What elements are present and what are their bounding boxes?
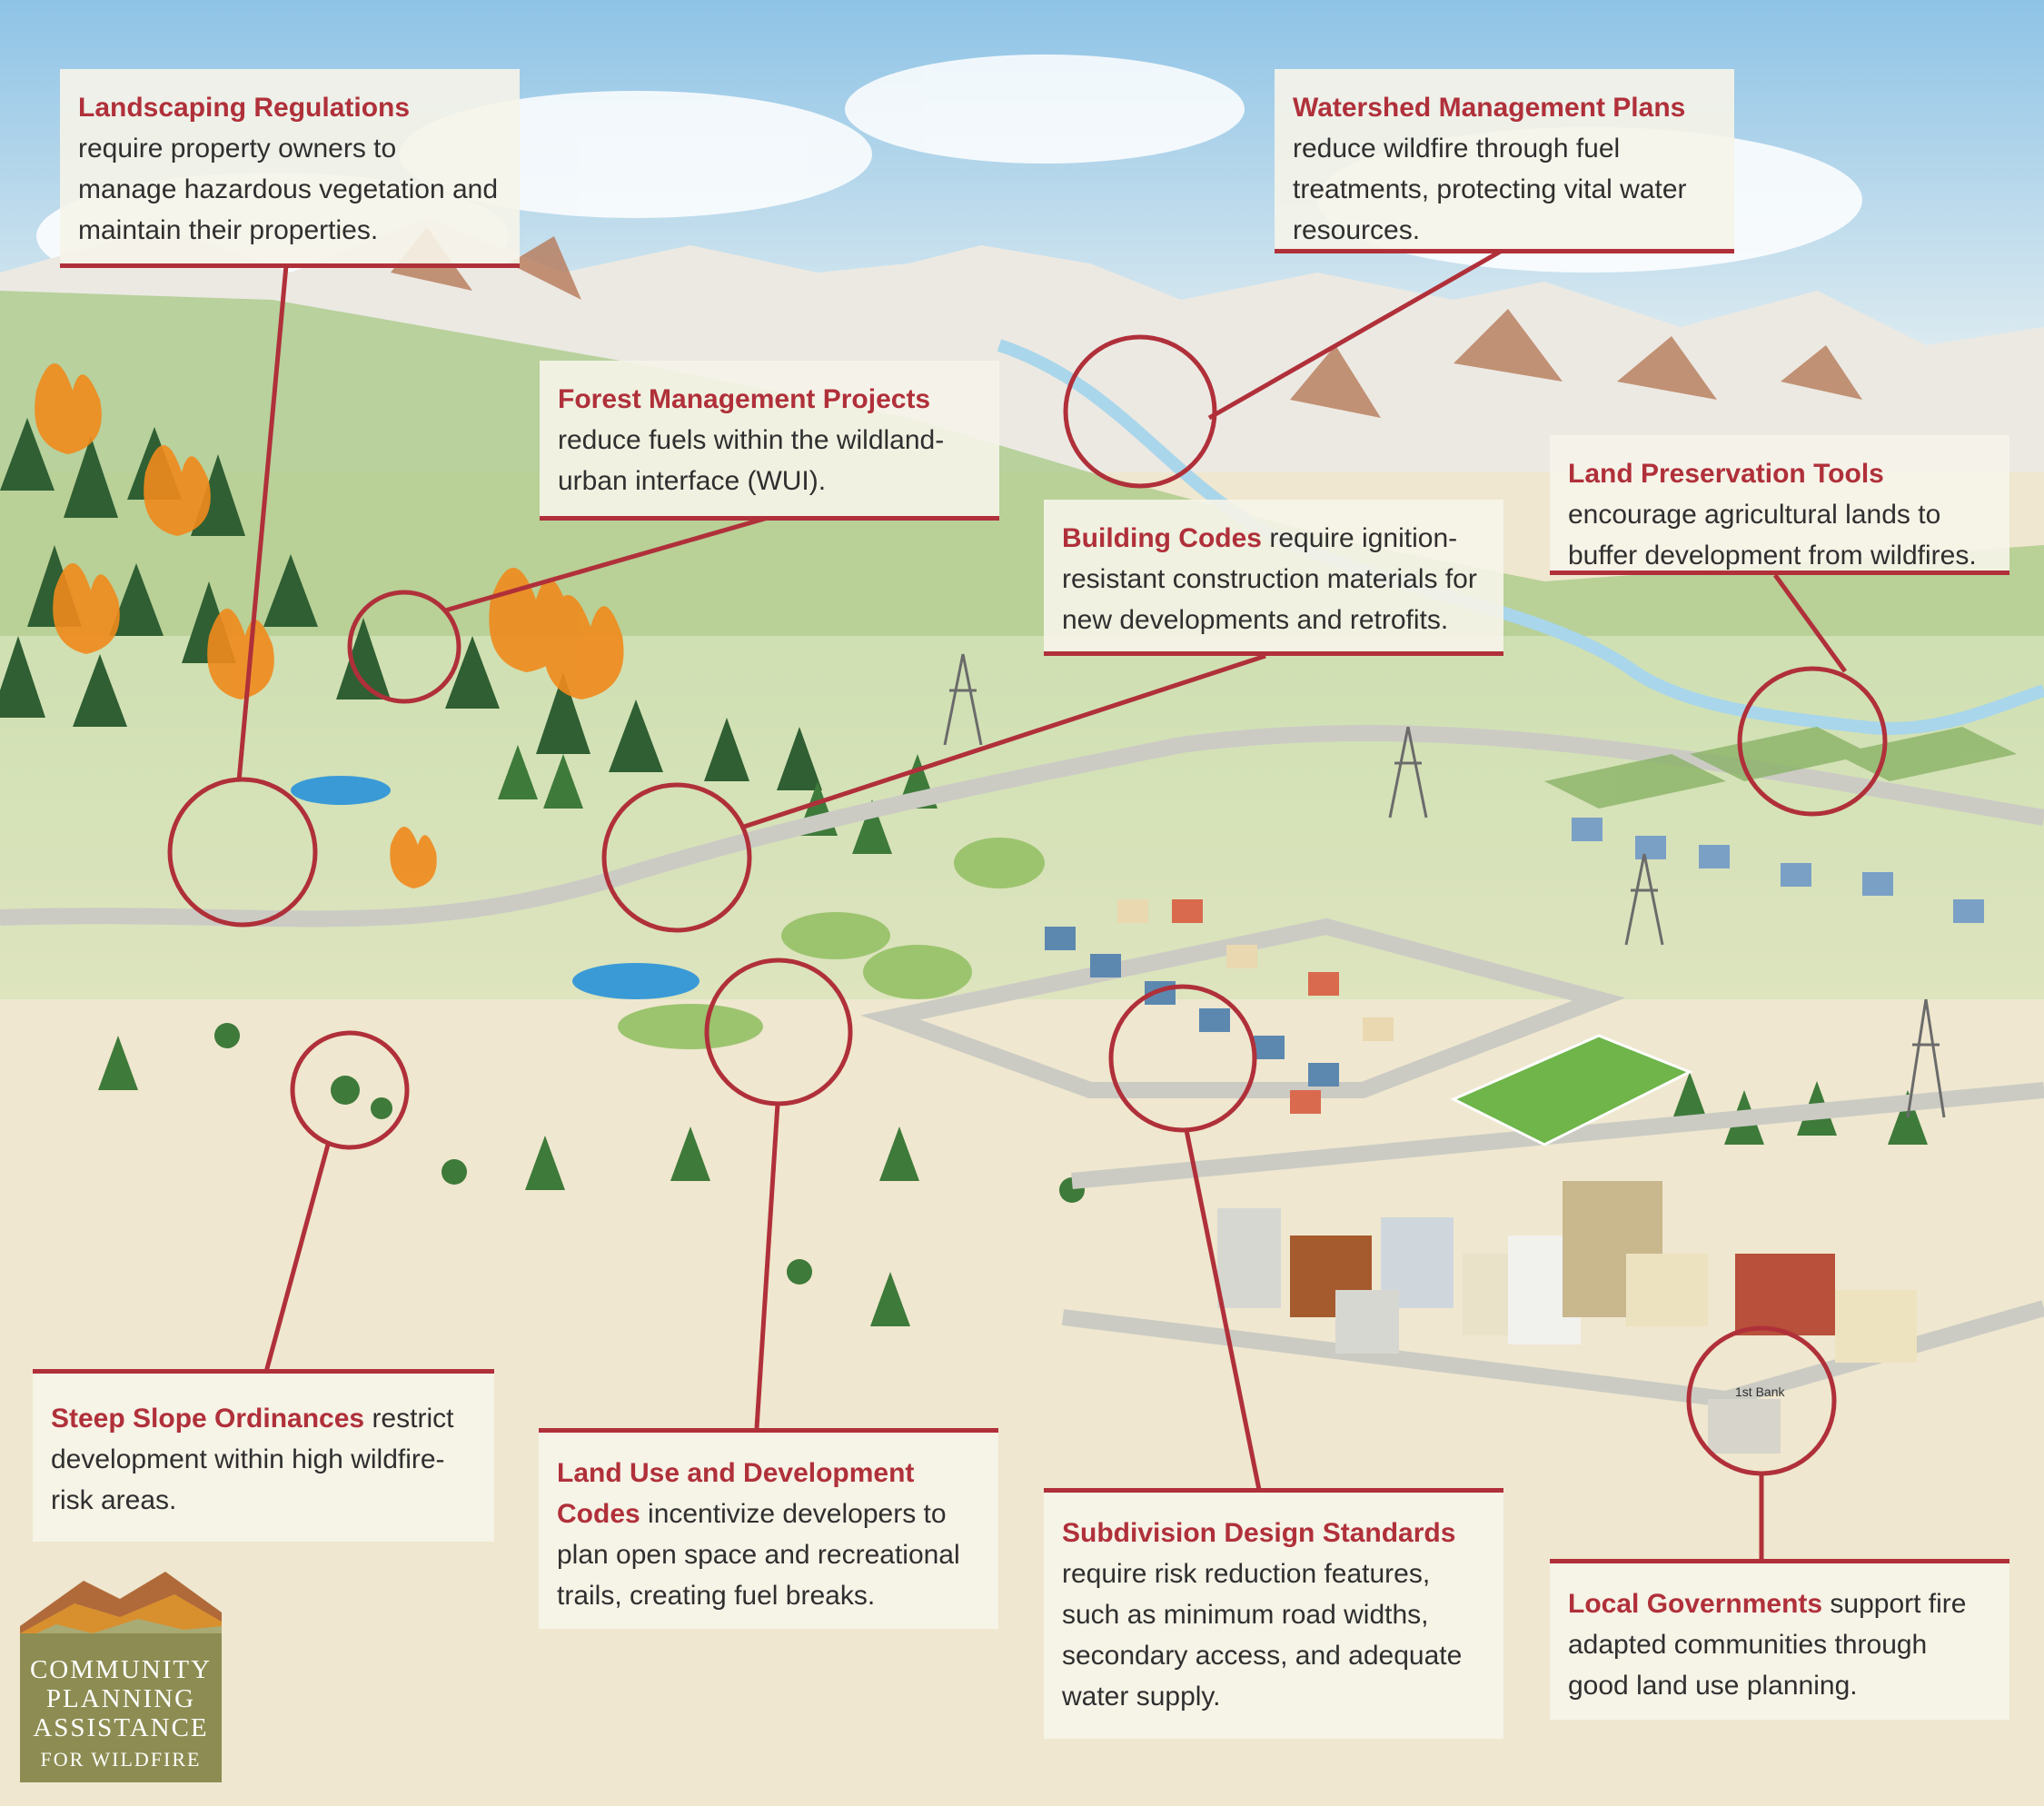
ring-land-use (704, 958, 853, 1106)
ring-landscaping (167, 777, 318, 928)
callout-title: Subdivision Design Standards (1062, 1518, 1456, 1548)
leader-landscaping (236, 264, 289, 782)
leader-land-use (754, 1103, 780, 1429)
power-towers (943, 653, 1946, 1118)
callout-title: Landscaping Regulations (78, 93, 411, 123)
leader-building (743, 653, 1266, 829)
ring-forest (347, 590, 461, 704)
leader-watershed (1207, 248, 1503, 421)
callout-title: Land Use and Development Codes (557, 1458, 915, 1529)
callout-title: Forest Management Projects (558, 384, 931, 414)
soccer-field (1450, 1034, 1693, 1146)
pond (291, 776, 391, 805)
callout-building: Building Codes require ignition-resistan… (1044, 500, 1503, 656)
callout-body: require risk reduction features, such as… (1062, 1559, 1463, 1712)
callout-body: reduce wildfire through fuel treatments,… (1293, 134, 1687, 245)
logo-community-planning-assistance: COMMUNITY PLANNING ASSISTANCE FOR WILDFI… (20, 1563, 222, 1782)
subdivision-houses (1045, 899, 1394, 1114)
callout-body: restrict development within high wildfir… (51, 1404, 454, 1515)
logo-plate (20, 1633, 222, 1782)
pond (572, 963, 700, 999)
logo-mountains-icon (20, 1572, 222, 1644)
callout-body: incentivize developers to plan open spac… (557, 1499, 960, 1611)
leader-land-preservation (1772, 573, 1848, 673)
ring-building (601, 782, 752, 933)
callout-local-gov: Local Governments support fire adapted c… (1550, 1559, 2009, 1720)
callout-forest: Forest Management Projects reduce fuels … (540, 361, 999, 521)
callout-title: Watershed Management Plans (1293, 93, 1686, 123)
burning-forest (0, 363, 822, 888)
bank-sign: 1st Bank (1735, 1384, 1785, 1399)
callout-title: Land Preservation Tools (1568, 459, 1884, 489)
ring-subdivision (1108, 984, 1257, 1133)
ring-land-preservation (1737, 666, 1888, 817)
callout-body: reduce fuels within the wildland-urban i… (558, 425, 945, 496)
callout-subdivision: Subdivision Design Standards require ris… (1044, 1488, 1503, 1739)
callout-body: require property owners to manage hazard… (78, 134, 499, 245)
logo-line-1: COMMUNITY (29, 1655, 213, 1684)
logo-line-3: ASSISTANCE (33, 1713, 209, 1742)
city-buildings (1217, 1181, 1917, 1454)
callout-title: Local Governments (1568, 1589, 1823, 1619)
logo-line-4: FOR WILDFIRE (40, 1748, 202, 1771)
callout-watershed: Watershed Management Plans reduce wildfi… (1275, 69, 1734, 253)
leader-subdivision (1184, 1129, 1262, 1491)
callout-land-use: Land Use and Development Codes incentivi… (539, 1428, 998, 1629)
farm-houses (1572, 818, 1984, 923)
callout-title: Building Codes (1062, 523, 1262, 553)
ring-steep-slope (290, 1030, 410, 1150)
logo-line-2: PLANNING (45, 1684, 196, 1713)
golf-course (618, 838, 1045, 1049)
callout-body: encourage agricultural lands to buffer d… (1568, 500, 1977, 571)
callout-body: support fire adapted communities through… (1568, 1589, 1967, 1701)
ring-watershed (1063, 334, 1217, 489)
callout-title: Steep Slope Ordinances (51, 1404, 365, 1434)
river (997, 339, 2044, 735)
leader-forest (444, 515, 769, 613)
callout-body: require ignition-resistant construction … (1062, 523, 1477, 635)
leader-steep-slope (263, 1144, 331, 1373)
callout-landscaping: Landscaping Regulations require property… (60, 69, 520, 268)
callout-land-preservation: Land Preservation Tools encourage agricu… (1550, 435, 2009, 575)
callout-steep-slope: Steep Slope Ordinances restrict developm… (33, 1369, 494, 1542)
